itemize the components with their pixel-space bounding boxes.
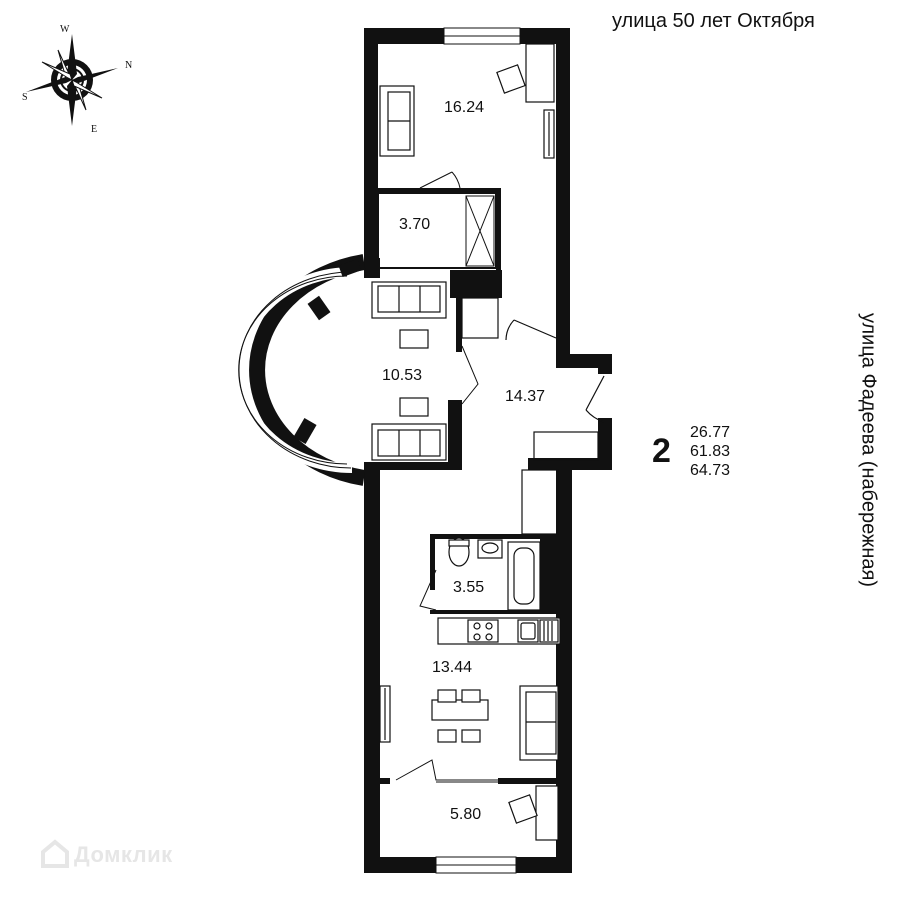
street-label-right: улица Фадеева (набережная) <box>857 312 880 588</box>
bay-frames <box>293 258 362 445</box>
bathroom-fixtures <box>448 537 541 611</box>
wardrobe-shelf <box>465 195 495 267</box>
bay-room-door <box>461 345 479 405</box>
balcony-door <box>395 759 498 781</box>
kitchen-furniture <box>379 617 561 761</box>
street-label-top: улица 50 лет Октября <box>612 10 815 32</box>
room-area-kitchen: 13.44 <box>432 659 473 676</box>
bathroom-door <box>419 569 437 611</box>
room-area-bay-room: 10.53 <box>382 367 423 384</box>
total-area-with-balcony: 64.73 <box>690 462 731 479</box>
compass-rose-icon <box>26 34 118 126</box>
room-count: 2 <box>652 432 671 470</box>
room-area-wardrobe: 3.70 <box>399 216 431 233</box>
compass-e-label: E <box>91 124 98 135</box>
bay-room-furniture <box>371 281 447 461</box>
compass-w-label: W <box>60 24 70 35</box>
area-summary: 26.77 61.83 64.73 <box>690 423 730 480</box>
bay-window <box>234 254 366 486</box>
watermark: Домклик <box>74 842 173 867</box>
wardrobe-door <box>419 171 461 189</box>
living-area: 26.77 <box>690 424 731 441</box>
room-area-balcony: 5.80 <box>450 806 482 823</box>
balcony-furniture <box>508 785 559 841</box>
total-area: 61.83 <box>690 443 731 460</box>
compass-s-label: S <box>22 92 28 103</box>
bedroom-furniture <box>379 43 555 159</box>
hall-details <box>461 297 605 535</box>
room-area-hall: 14.37 <box>505 388 546 405</box>
compass-n-label: N <box>125 60 133 71</box>
wardrobe-room <box>377 192 497 269</box>
domclick-logo-icon <box>41 839 69 868</box>
windows <box>435 27 521 874</box>
room-area-bathroom: 3.55 <box>453 579 485 596</box>
room-area-bedroom: 16.24 <box>444 99 485 116</box>
